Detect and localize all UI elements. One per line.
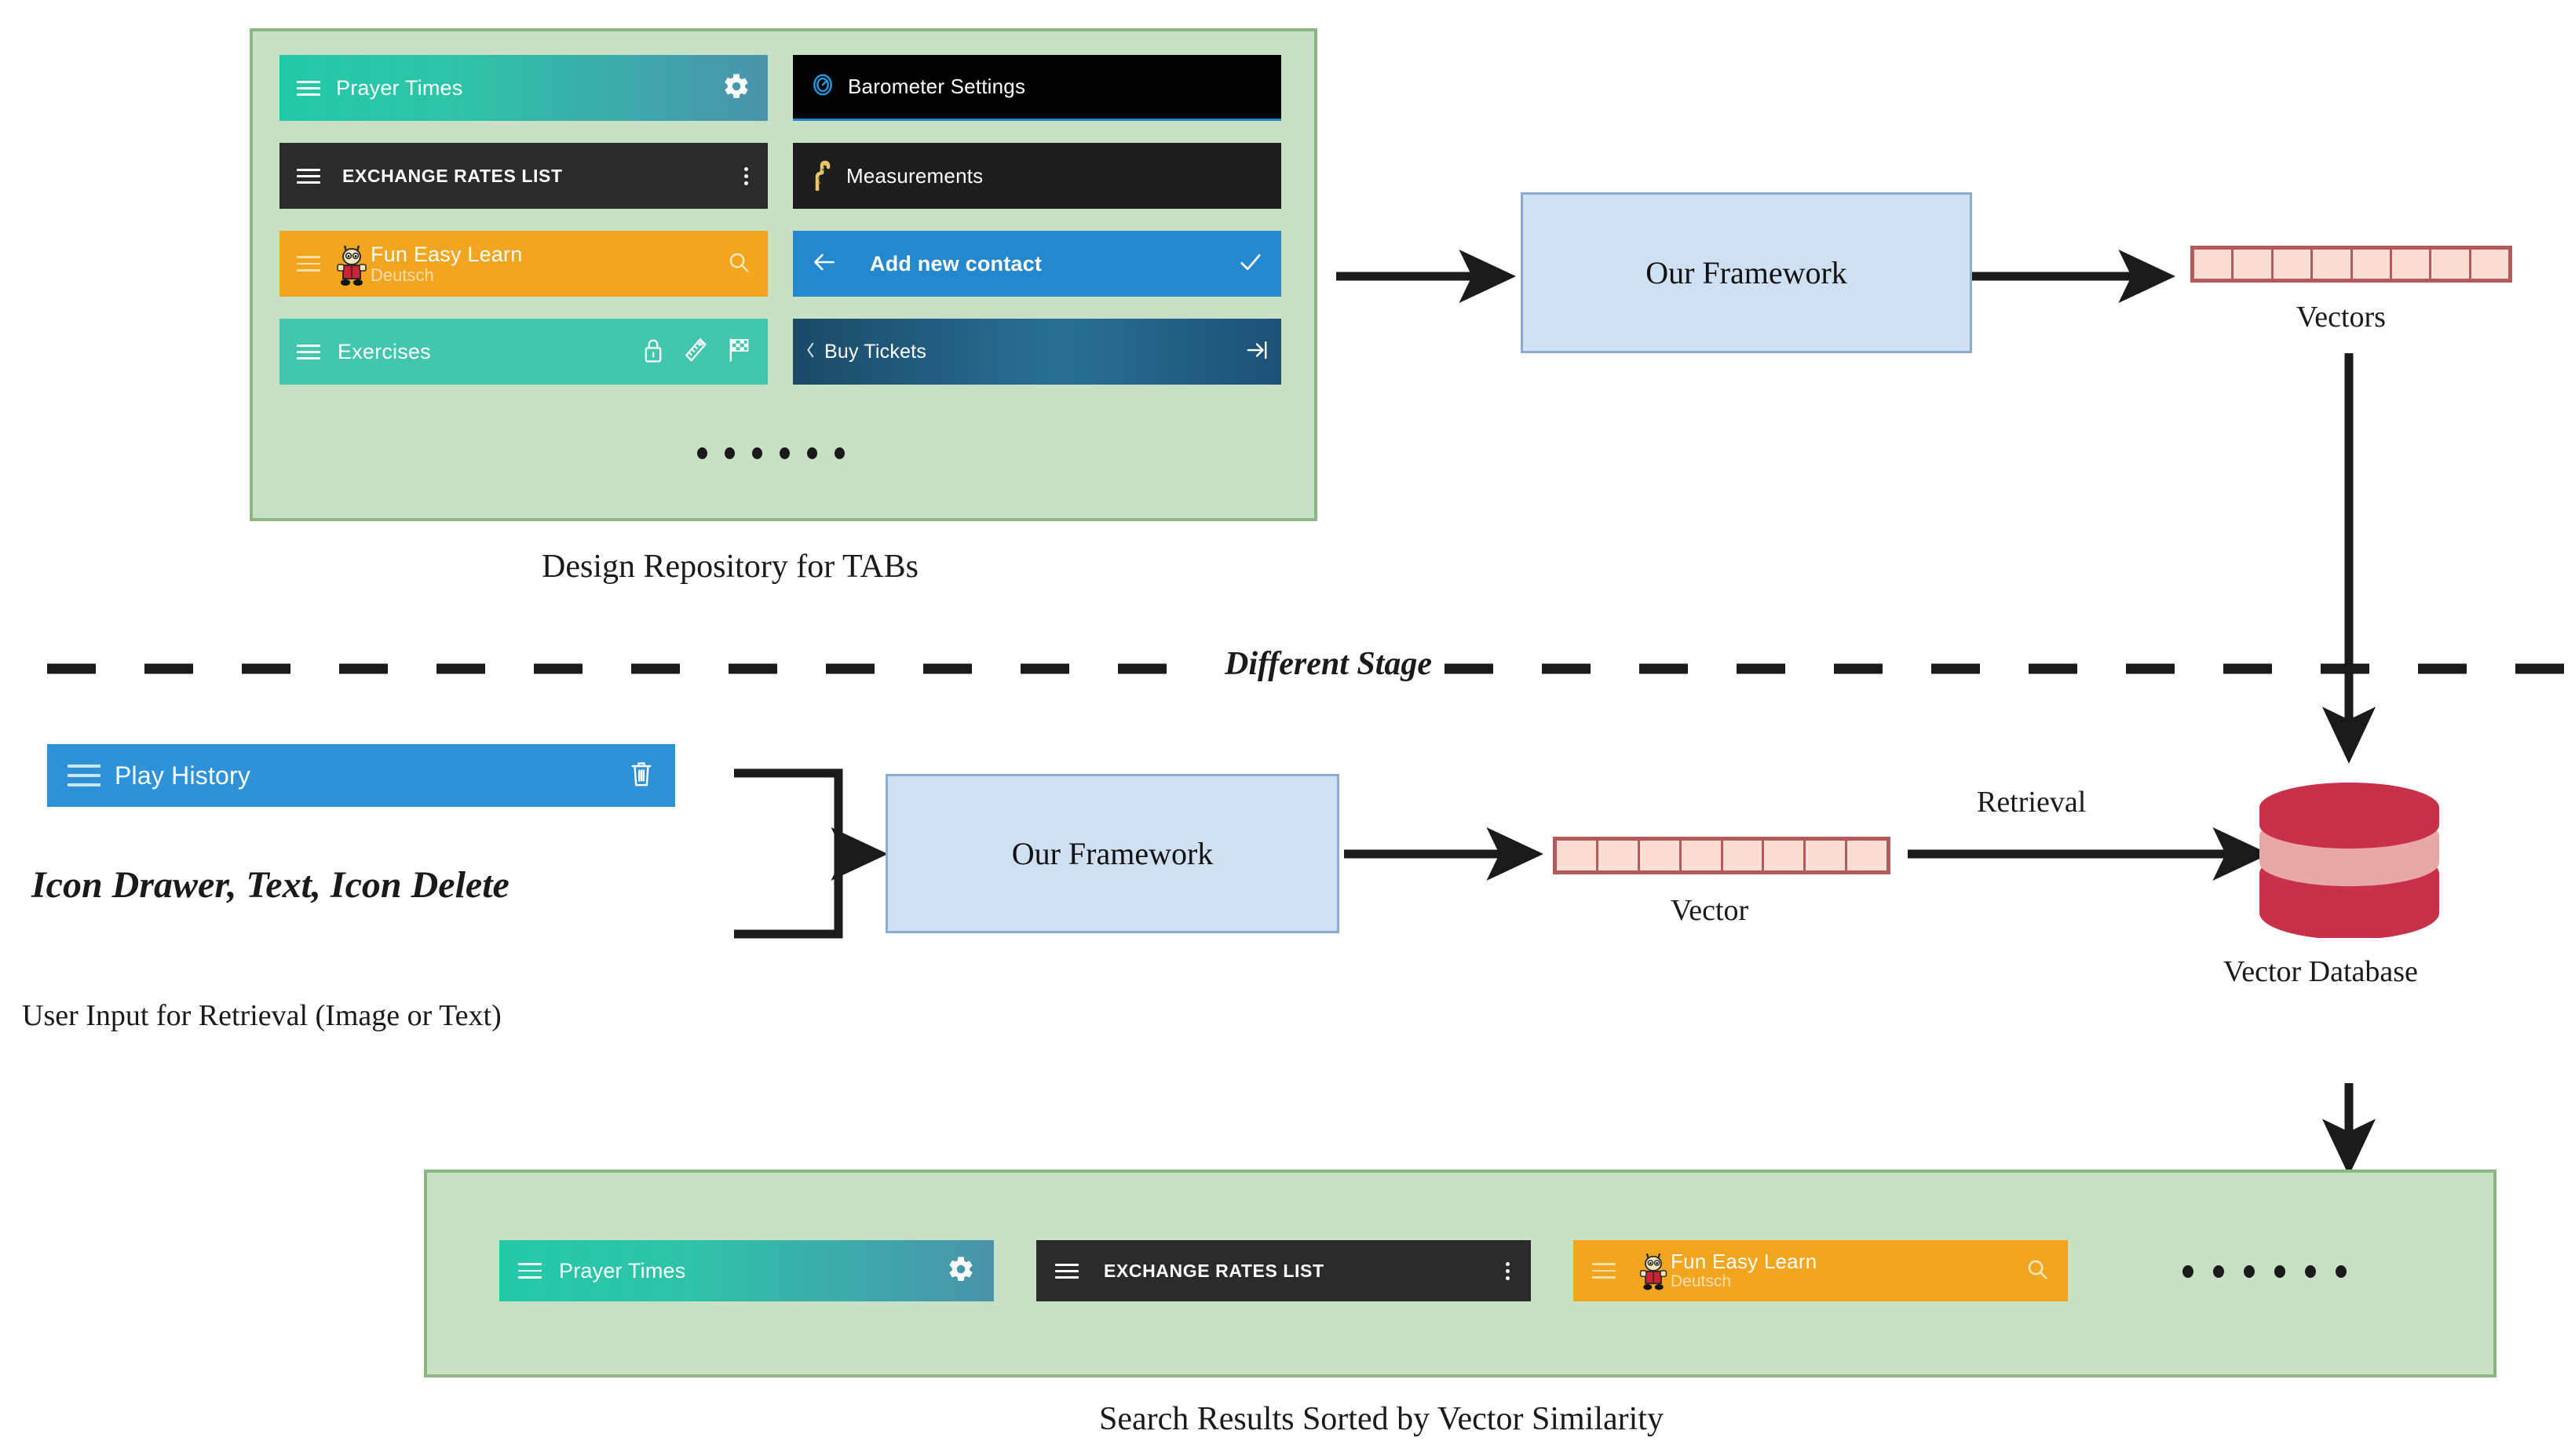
app-bar-title: EXCHANGE RATES LIST — [342, 165, 563, 186]
app-bar-measurements[interactable]: Measurements — [793, 143, 1281, 209]
checkered-flag-icon[interactable] — [725, 337, 751, 367]
kebab-menu-icon[interactable] — [744, 164, 751, 188]
app-bar-buy-tickets[interactable]: Buy Tickets — [793, 319, 1281, 385]
app-bar-title: Play History — [115, 761, 251, 790]
hamburger-icon[interactable] — [1055, 1260, 1079, 1283]
hamburger-icon[interactable] — [297, 165, 320, 188]
barometer-icon — [810, 72, 835, 101]
app-bar-exercises[interactable]: Exercises — [279, 319, 768, 385]
result-bar-title: Prayer Times — [559, 1258, 686, 1283]
user-input-caption: User Input for Retrieval (Image or Text) — [22, 999, 502, 1032]
giraffe-icon — [810, 158, 831, 195]
back-arrow-icon[interactable] — [812, 252, 837, 276]
repository-more-dots — [697, 447, 845, 459]
result-bar-title: Fun Easy Learn — [1671, 1250, 1817, 1274]
kebab-menu-icon[interactable] — [1506, 1259, 1512, 1283]
stage-divider-label: Different Stage — [1225, 646, 1433, 682]
mascot-icon — [1638, 1249, 1669, 1295]
framework-box-label: Our Framework — [1011, 836, 1214, 871]
vectors-strip-top — [2190, 246, 2512, 283]
app-bar-exchange-rates[interactable]: EXCHANGE RATES LIST — [279, 143, 768, 209]
search-icon[interactable] — [727, 250, 751, 278]
chevron-left-icon[interactable] — [805, 341, 816, 363]
vector-label: Vector — [1671, 894, 1749, 927]
exit-icon[interactable] — [1245, 339, 1269, 365]
app-bar-title: Add new contact — [870, 251, 1043, 276]
mascot-icon — [334, 241, 369, 290]
hamburger-icon[interactable] — [297, 77, 320, 100]
check-icon[interactable] — [1239, 252, 1262, 276]
app-bar-title: Fun Easy Learn — [371, 243, 523, 267]
result-bar-title: EXCHANGE RATES LIST — [1104, 1260, 1324, 1281]
result-bar-subtitle: Deutsch — [1671, 1272, 1732, 1290]
vector-database-icon — [2253, 781, 2445, 940]
app-bar-add-new-contact[interactable]: Add new contact — [793, 231, 1281, 297]
hamburger-icon[interactable] — [68, 758, 100, 793]
design-repository-caption: Design Repository for TABs — [542, 549, 919, 585]
input-bracket — [734, 768, 843, 939]
app-bar-barometer-settings[interactable]: Barometer Settings — [793, 55, 1281, 121]
gear-icon[interactable] — [947, 1255, 975, 1287]
app-bar-title: Buy Tickets — [824, 340, 927, 363]
ruler-icon[interactable] — [683, 337, 708, 367]
vector-strip-bottom — [1553, 837, 1890, 874]
framework-box-top: Our Framework — [1521, 192, 1972, 353]
search-results-caption: Search Results Sorted by Vector Similari… — [1099, 1401, 1664, 1437]
trash-icon[interactable] — [628, 758, 655, 794]
gear-icon[interactable] — [722, 72, 751, 104]
hamburger-icon[interactable] — [518, 1258, 542, 1283]
retrieval-label: Retrieval — [1977, 786, 2087, 819]
lock-icon[interactable] — [641, 337, 666, 367]
hamburger-icon[interactable] — [297, 341, 320, 363]
framework-box-label: Our Framework — [1645, 255, 1847, 290]
app-bar-subtitle: Deutsch — [371, 265, 434, 285]
result-bar-exchange-rates[interactable]: EXCHANGE RATES LIST — [1036, 1240, 1531, 1301]
framework-box-bottom: Our Framework — [886, 774, 1339, 933]
app-bar-title: Barometer Settings — [848, 75, 1026, 98]
results-more-dots — [2182, 1265, 2347, 1278]
app-bar-title: Exercises — [338, 339, 431, 363]
app-bar-title: Measurements — [846, 163, 984, 188]
app-bar-fun-easy-learn[interactable]: Fun Easy Learn Deutsch — [279, 231, 768, 297]
vectors-label: Vectors — [2296, 301, 2386, 334]
text-query-label: Icon Drawer, Text, Icon Delete — [31, 864, 510, 906]
hamburger-icon[interactable] — [1592, 1258, 1616, 1283]
result-bar-prayer-times[interactable]: Prayer Times — [499, 1240, 994, 1301]
app-bar-play-history[interactable]: Play History — [47, 744, 675, 807]
hamburger-icon[interactable] — [297, 251, 320, 276]
vector-database-label: Vector Database — [2223, 955, 2418, 988]
app-bar-prayer-times[interactable]: Prayer Times — [279, 55, 768, 121]
app-bar-title: Prayer Times — [336, 75, 463, 100]
search-icon[interactable] — [2025, 1257, 2049, 1285]
result-bar-fun-easy-learn[interactable]: Fun Easy Learn Deutsch — [1573, 1240, 2068, 1301]
